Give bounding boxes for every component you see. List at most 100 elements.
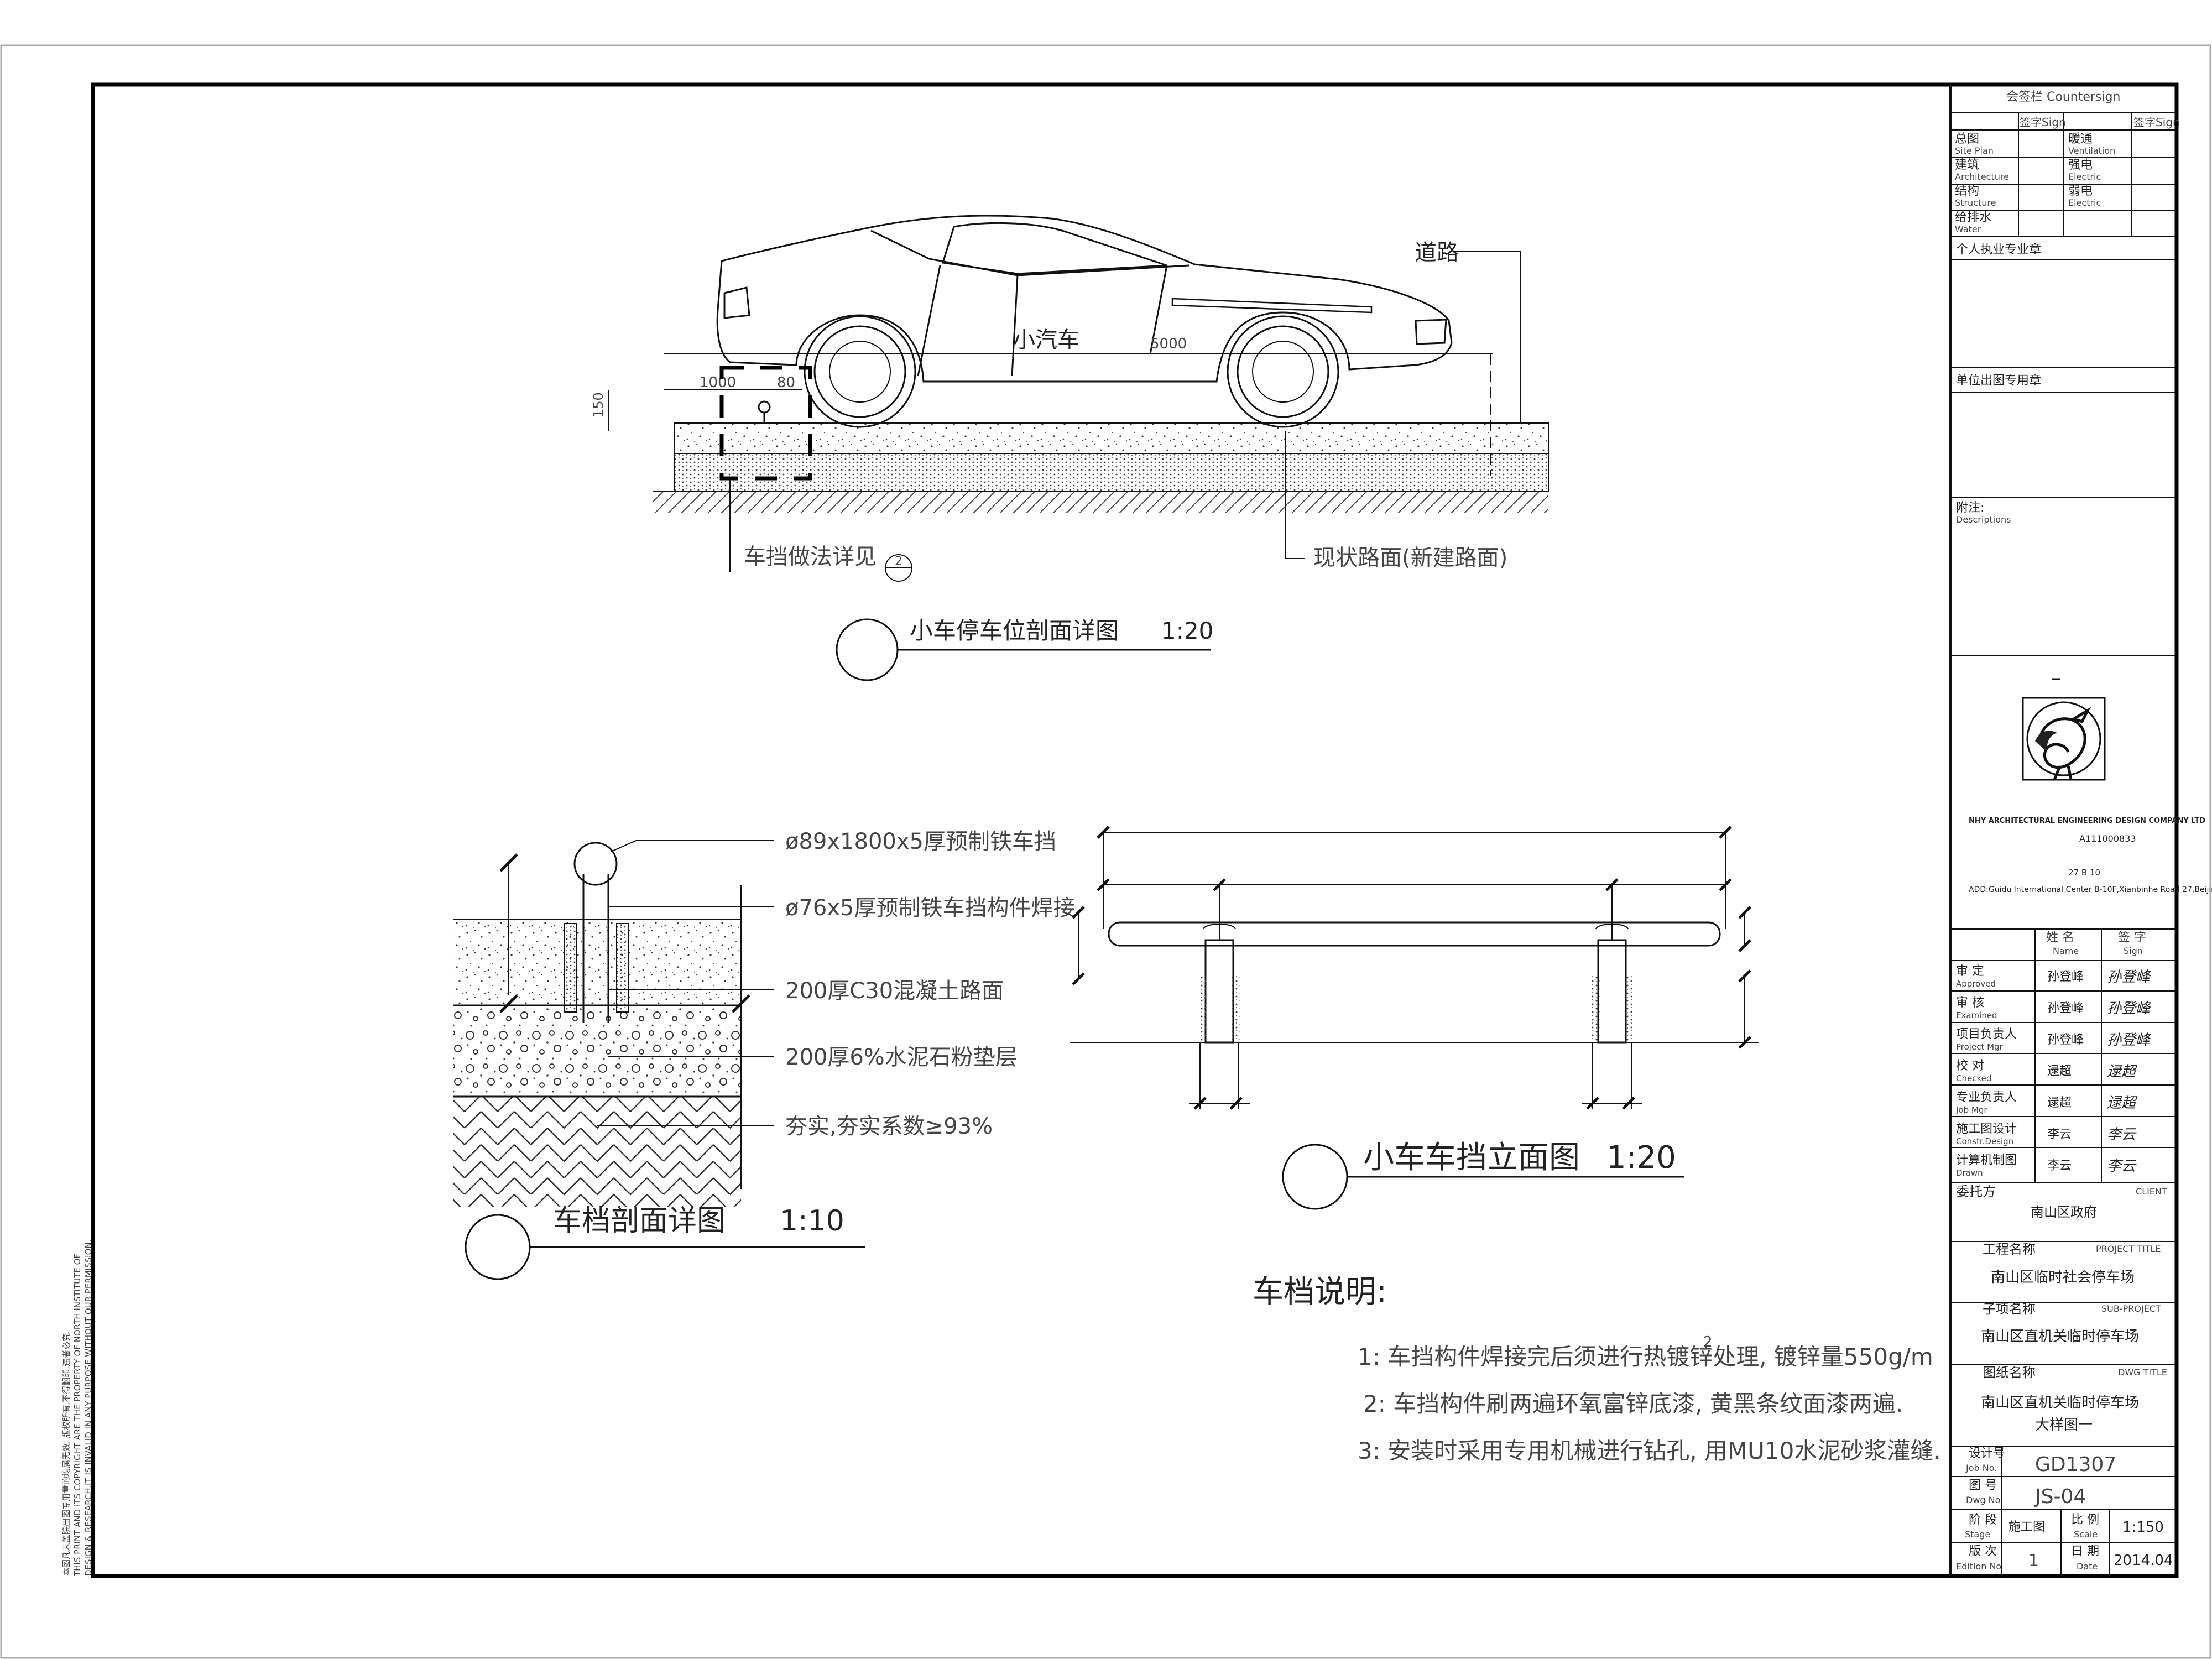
edition-label-en: Edition No [1956,1561,2001,1572]
detail-ref-number: 2 [895,555,902,568]
dim-1000: 1000 [700,374,736,391]
scale-label: 比 例 [2071,1513,2099,1527]
col-sign: 签 字 [2118,931,2146,945]
date-label: 日 期 [2071,1545,2099,1558]
role-name: 逯超 [2047,1065,2072,1078]
discipline-water: 给排水 [1955,211,1991,225]
subproject-label: 子项名称 [1983,1301,2036,1317]
role-signature: 李云 [2107,1158,2137,1175]
job-no-value: GD1307 [2035,1453,2116,1476]
section2-title-bubble [465,1214,531,1280]
copyright-line-3: DESIGN & RESEARCH.IT IS INVALID IN ANY P… [84,1240,93,1576]
section2-title: 车档剖面详图 [553,1204,726,1238]
project-value: 南山区临时社会停车场 [1991,1269,2135,1286]
stopper-notes: 车档说明: 1: 车挡构件焊接完后须进行热镀锌处理, 镀锌量550g/m 2 2… [1253,1274,1941,1464]
border-frame [91,82,2179,1578]
company-address: ADD:Guidu International Center B-10F,Xia… [1969,885,2212,894]
role-label: 校 对 [1956,1059,1984,1073]
cert-number: A111000833 [2079,833,2136,844]
dim-80: 80 [777,374,795,391]
dwg-no-value: JS-04 [2034,1485,2086,1508]
car-lights [723,286,1447,345]
role-label: 计算机制图 [1956,1154,2017,1167]
project-label-en: PROJECT TITLE [2096,1244,2161,1254]
car-windows [870,222,1190,276]
section1-title: 小车停车位剖面详图 [910,617,1119,644]
callout-concrete: 200厚C30混凝土路面 [785,978,1004,1004]
copyright-line-1: 本图凡未盖院出图专用章的均属无效, 版权所有,不得翻印,违者必究. [61,1331,71,1576]
project-label: 工程名称 [1983,1241,2036,1257]
discipline-architecture-en: Architecture [1955,171,2009,182]
stage-label: 阶 段 [1969,1513,1997,1527]
role-signature: 孙登峰 [2107,969,2151,985]
dwg-title-label: 图纸名称 [1983,1365,2036,1380]
dim-5000: 5000 [1150,336,1187,352]
section3-title: 小车车挡立面图 [1363,1140,1580,1176]
role-label: 专业负责人 [1956,1091,2017,1104]
car-side-trim [1171,298,1373,314]
company-logo [2022,697,2106,781]
role-label-en: Job Mgr [1955,1105,1987,1115]
scale-value: 1:150 [2122,1519,2164,1536]
title-block-text: 会签栏 Countersign 签字Sign 签字Sign 总图 Site Pl… [1955,90,2212,1572]
role-name: 李云 [2047,1128,2072,1141]
role-name: 孙登峰 [2047,970,2084,984]
section3-scale: 1:20 [1606,1140,1676,1176]
discipline-strong-electric: 强电 [2068,158,2093,172]
outer-trim-frame [0,44,2211,1659]
discipline-site-plan-en: Site Plan [1955,145,1994,156]
discipline-weak-electric-en: Electric [2068,197,2101,208]
notes-heading: 车档说明: [1253,1274,1387,1310]
date-value: 2014.04 [2114,1552,2173,1569]
stopper-note: 车挡做法详见 [744,544,877,570]
title-block [1949,85,2177,1576]
role-name: 孙登峰 [2047,1033,2084,1047]
callout-cushion: 200厚6%水泥石粉垫层 [785,1045,1018,1070]
road-label: 道路 [1415,240,1459,265]
dwg-title-value-1: 南山区直机关临时停车场 [1981,1395,2139,1411]
role-signature: 孙登峰 [2107,1032,2151,1048]
role-label: 项目负责人 [1956,1027,2017,1041]
section1-scale: 1:20 [1161,617,1213,644]
edition-value: 1 [2028,1551,2039,1571]
edition-label: 版 次 [1969,1545,1997,1558]
car-front-wheel [1227,315,1339,428]
section2-scale: 1:10 [780,1204,844,1238]
role-label-en: Project Mgr [1956,1042,2004,1052]
client-label-en: CLIENT [2136,1186,2167,1197]
sign-header-left: 签字Sign [2020,116,2066,129]
role-signature: 逯超 [2107,1063,2138,1080]
dwg-title-label-en: DWG TITLE [2118,1367,2167,1378]
dim-150: 150 [591,392,606,418]
car-outline [716,215,1453,383]
car-label: 小汽车 [1013,327,1079,353]
role-label-en: Checked [1956,1073,1991,1083]
car-doors [917,265,1168,377]
subproject-value: 南山区直机关临时停车场 [1981,1328,2139,1345]
section1-title-bubble [836,618,899,681]
role-signature: 逯超 [2107,1095,2138,1112]
role-label-en: Constr.Design [1956,1136,2013,1146]
role-label-en: Approved [1956,979,1996,989]
dwg-no-label: 图 号 [1969,1479,1997,1493]
discipline-water-en: Water [1955,224,1981,234]
company-name-en: NHY ARCHITECTURAL ENGINEERING DESIGN COM… [1969,817,2205,825]
remarks-label-en: Descriptions [1956,514,2011,525]
stopper-detail-box [719,366,812,481]
col-sign-en: Sign [2124,946,2143,956]
client-label: 委托方 [1956,1184,1996,1199]
personal-seal-label: 个人执业专业章 [1956,243,2041,257]
date-label-en: Date [2077,1561,2098,1572]
dwg-title-value-2: 大样图一 [2035,1417,2093,1433]
stage-value: 施工图 [2008,1520,2045,1534]
discipline-architecture: 建筑 [1955,158,1979,172]
subproject-label-en: SUB-PROJECT [2101,1303,2161,1314]
role-label: 审 定 [1956,964,1984,978]
col-name-en: Name [2053,946,2079,956]
car-rear-wheel [804,315,916,428]
job-no-label: 设计号 [1969,1447,2005,1460]
sign-header-right: 签字Sign [2133,116,2180,129]
callout-weld: ø76x5厚预制铁车挡构件焊接 [785,895,1076,921]
remarks-label: 附注: [1956,501,1984,515]
